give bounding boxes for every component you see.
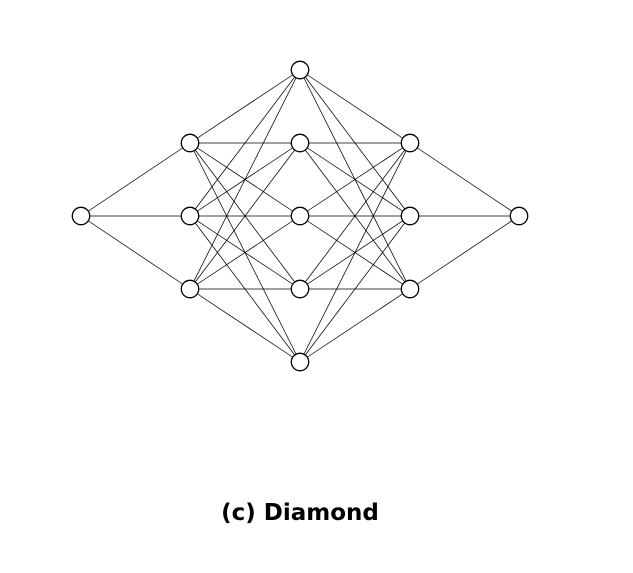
node-layer-2-3 (180, 279, 200, 299)
edge-l1n1-l2n3 (80, 215, 191, 290)
edge-l3n5-l4n2 (299, 215, 411, 363)
edge-l4n3-l5n1 (409, 215, 520, 290)
edge-l3n4-l4n1 (299, 142, 411, 290)
node-layer-3-3 (290, 206, 310, 226)
node-layer-3-1 (290, 60, 310, 80)
edges-group (80, 69, 520, 363)
edge-l4n1-l5n1 (409, 142, 520, 217)
edge-l2n3-l3n2 (189, 142, 301, 290)
edge-l2n3-l3n1 (189, 69, 301, 290)
node-layer-4-2 (400, 206, 420, 226)
edge-l3n1-l4n1 (299, 69, 411, 144)
edge-l1n1-l2n1 (80, 142, 191, 217)
edge-l2n2-l3n1 (189, 69, 301, 217)
node-layer-3-4 (290, 279, 310, 299)
node-layer-2-1 (180, 133, 200, 153)
node-layer-2-2 (180, 206, 200, 226)
edge-l2n3-l3n3 (189, 215, 301, 290)
node-layer-3-5 (290, 352, 310, 372)
nodes-group (71, 60, 529, 372)
node-layer-5-1 (509, 206, 529, 226)
node-layer-1-1 (71, 206, 91, 226)
edge-l2n1-l3n1 (189, 69, 301, 144)
node-layer-3-2 (290, 133, 310, 153)
edge-l3n5-l4n3 (299, 288, 411, 363)
node-layer-4-1 (400, 133, 420, 153)
node-layer-4-3 (400, 279, 420, 299)
edge-l3n3-l4n1 (299, 142, 411, 217)
edge-l2n3-l3n5 (189, 288, 301, 363)
edge-l3n5-l4n1 (299, 142, 411, 363)
figure-caption: (c) Diamond (221, 500, 379, 526)
